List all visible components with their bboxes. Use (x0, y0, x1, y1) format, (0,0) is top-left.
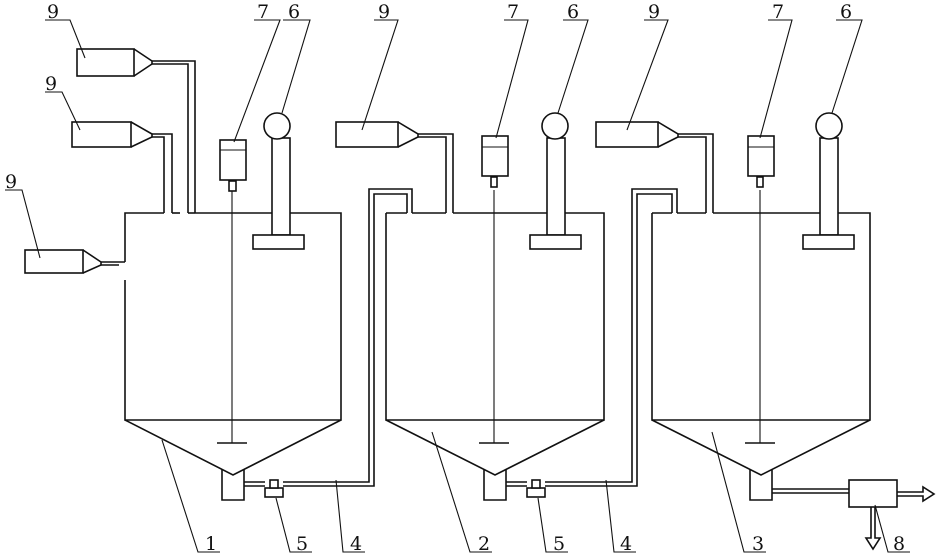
feeder-tank2 (335, 121, 454, 213)
label-motor-1: 6 (288, 1, 300, 23)
label-tank-2: 2 (478, 533, 490, 555)
tank-2 (385, 112, 605, 501)
label-dosing-3: 7 (772, 1, 784, 23)
label-motor-2: 6 (567, 1, 579, 23)
label-valve-1: 5 (296, 533, 308, 555)
feeder-side-tank1 (24, 249, 125, 274)
label-pipe-2: 4 (620, 533, 632, 555)
feeder-top-tank1 (76, 48, 196, 213)
filter-8 (772, 479, 936, 551)
label-feeder-3: 9 (5, 171, 17, 193)
leader-lines (5, 19, 910, 553)
label-pipe-1: 4 (350, 533, 362, 555)
feeder-tank3 (595, 121, 714, 213)
label-feeder-4: 9 (378, 1, 390, 23)
tank-3 (651, 112, 871, 501)
label-feeder-2: 9 (45, 73, 57, 95)
label-filter: 8 (893, 533, 905, 555)
label-feeder-5: 9 (648, 1, 660, 23)
label-tank-1: 1 (205, 533, 217, 555)
tank-1 (124, 112, 342, 501)
labels: 9 9 9 9 9 7 7 7 6 6 6 1 2 3 4 4 5 5 8 (5, 1, 905, 555)
label-dosing-1: 7 (257, 1, 269, 23)
pipe-1-2 (244, 188, 413, 498)
label-tank-3: 3 (752, 533, 764, 555)
feeder-mid-tank1 (71, 121, 173, 213)
label-valve-2: 5 (553, 533, 565, 555)
label-dosing-2: 7 (507, 1, 519, 23)
label-motor-3: 6 (840, 1, 852, 23)
label-feeder-1: 9 (47, 1, 59, 23)
